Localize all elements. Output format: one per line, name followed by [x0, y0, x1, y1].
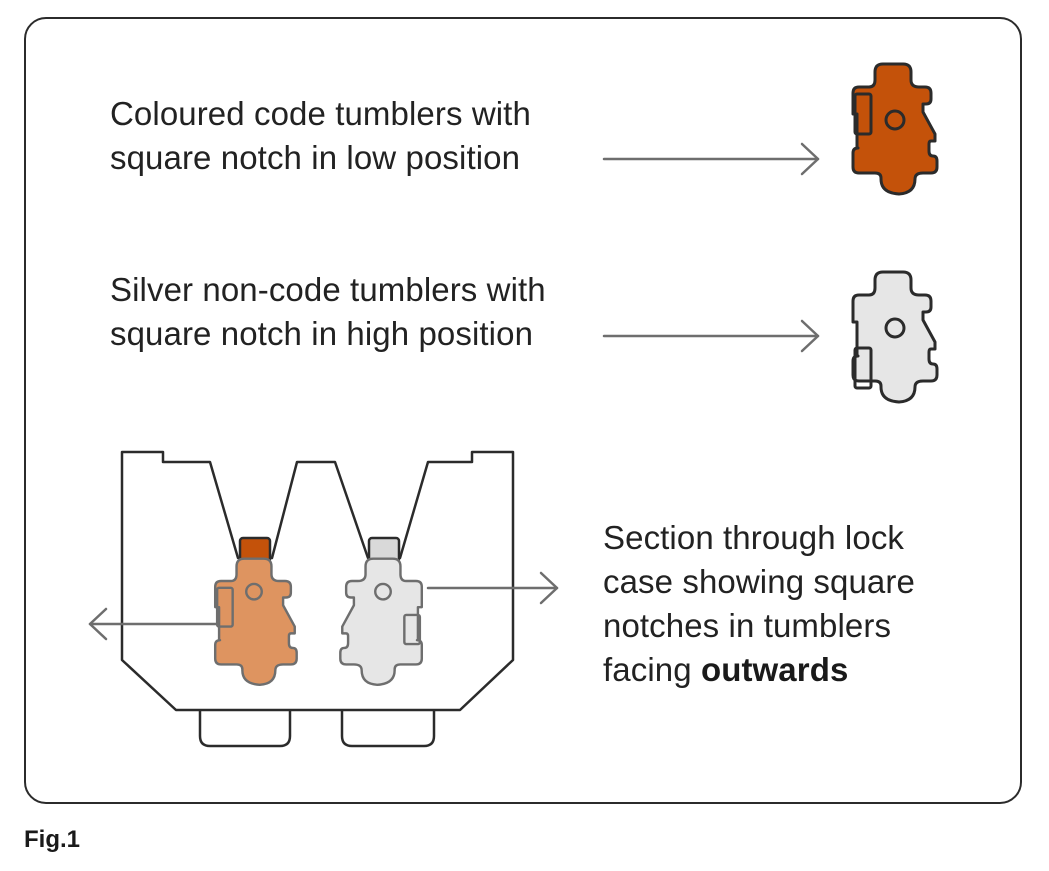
section-right-outward-arrow — [426, 571, 559, 605]
coded-tumbler-caption-line-1: Coloured code tumblers with — [110, 95, 531, 132]
silver-tumbler-caption-line-1: Silver non-code tumblers with — [110, 271, 546, 308]
section-coded-tumbler — [213, 557, 298, 686]
section-coded-tumbler-body — [213, 557, 298, 686]
figure-label: Fig.1 — [24, 826, 81, 853]
silver-tumbler — [851, 270, 939, 404]
coded-tumbler-caption: Coloured code tumblers with square notch… — [110, 92, 531, 180]
section-caption-line-3: notches in tumblers — [603, 607, 892, 644]
silver-tumbler-caption-line-2: square notch in high position — [110, 315, 534, 352]
section-coded-tumbler-notch — [215, 586, 234, 628]
silver-tumbler-pointer-arrow — [602, 319, 820, 353]
silver-tumbler-notch — [853, 346, 873, 390]
section-silver-tumbler-pivot-hole — [374, 582, 392, 601]
lock-case-left-foot — [198, 710, 292, 748]
coded-tumbler — [851, 62, 939, 196]
section-caption-emphasis: outwards — [700, 651, 849, 688]
section-caption: Section through lock case showing square… — [603, 516, 915, 692]
section-caption-line-4-prefix: facing — [603, 651, 701, 688]
section-silver-tumbler — [339, 557, 424, 686]
coded-tumbler-notch — [853, 92, 873, 136]
section-caption-line-1: Section through lock — [603, 519, 905, 556]
section-caption-line-4: facing outwards — [603, 648, 915, 692]
section-left-outward-arrow — [88, 607, 220, 641]
silver-tumbler-caption: Silver non-code tumblers with square not… — [110, 268, 546, 356]
section-silver-tumbler-body — [339, 557, 424, 686]
lock-case-section — [120, 450, 515, 748]
section-caption-line-2: case showing square — [603, 563, 915, 600]
section-coded-tumbler-pivot-hole — [245, 582, 263, 601]
coded-tumbler-caption-line-2: square notch in low position — [110, 139, 521, 176]
section-silver-tumbler-notch — [403, 613, 422, 646]
figure-frame — [24, 17, 1022, 804]
lock-case-outline — [120, 450, 515, 712]
lock-case-right-foot — [340, 710, 436, 748]
silver-tumbler-pivot-hole — [884, 317, 906, 339]
coded-tumbler-pivot-hole — [884, 109, 906, 131]
coded-tumbler-pointer-arrow — [602, 142, 820, 176]
